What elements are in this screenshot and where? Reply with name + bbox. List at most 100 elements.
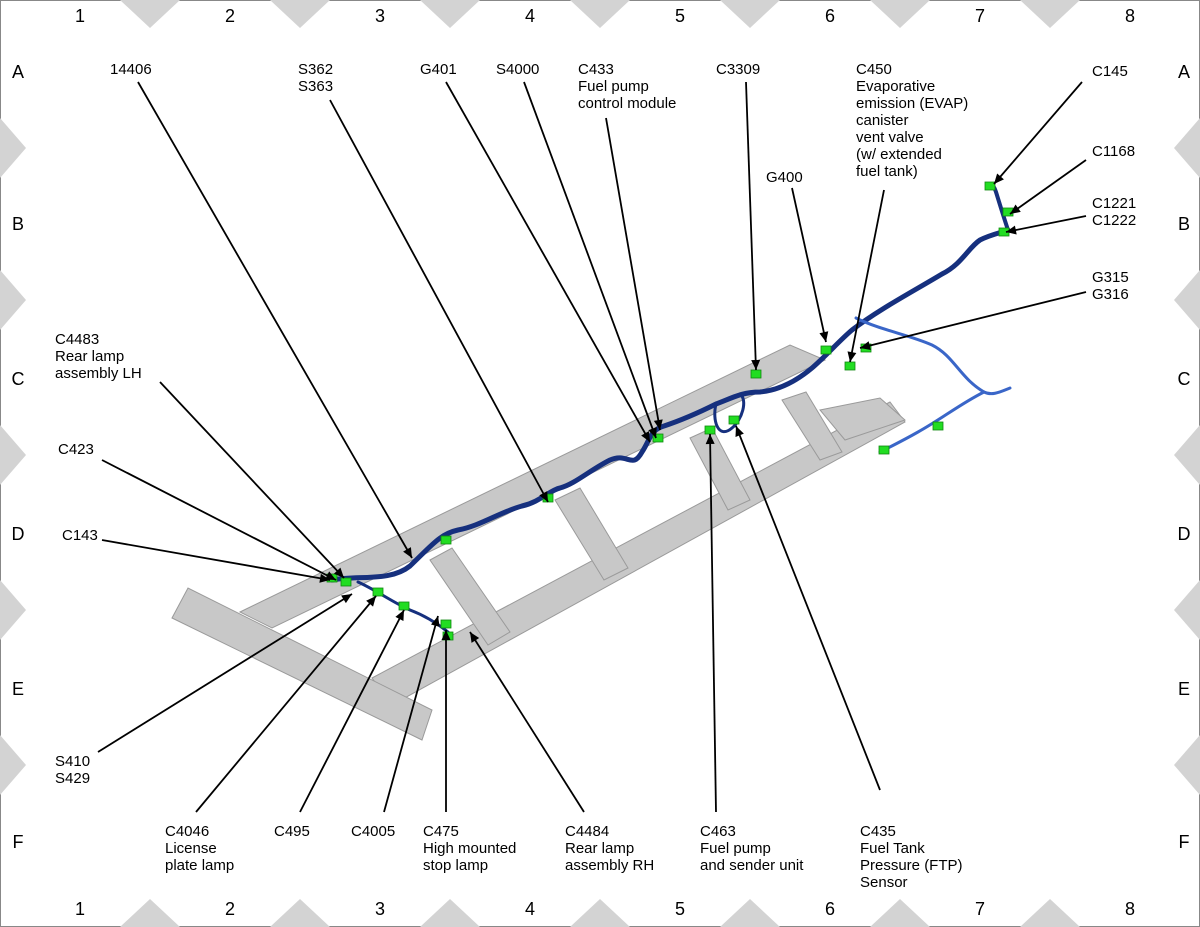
grid-row-right-label: F	[1179, 832, 1190, 852]
callout-label-c3309: C3309	[716, 61, 760, 78]
callout-line: vent valve	[856, 129, 924, 146]
arrowhead-c463	[705, 434, 715, 445]
grid-row-left-label: B	[12, 214, 24, 234]
callout-label-s4000: S4000	[496, 61, 539, 78]
callout-line: canister	[856, 112, 909, 129]
arrowhead-c4483	[333, 567, 344, 578]
grid-column-bottom-label: 1	[75, 899, 85, 919]
callout-label-g401: G401	[420, 61, 457, 78]
connector-marker	[704, 425, 716, 435]
callout-line: assembly LH	[55, 365, 142, 382]
grid-column-top-label: 8	[1125, 6, 1135, 26]
callout-line: Rear lamp	[565, 840, 634, 857]
arrowhead-c1168	[1010, 204, 1021, 214]
leader-line-c4484	[469, 631, 585, 813]
leader-line-c4046	[195, 595, 377, 813]
top-border-marker	[1020, 0, 1080, 28]
grid-column-top-label: 5	[675, 6, 685, 26]
grid-column-bottom-label: 4	[525, 899, 535, 919]
callout-line: C463	[700, 823, 736, 840]
chassis-frame	[171, 344, 906, 741]
callout-line: C475	[423, 823, 459, 840]
left-border-marker	[0, 425, 26, 485]
grid-column-top-label: 1	[75, 6, 85, 26]
callout-c143: C143	[62, 527, 331, 583]
arrowhead-c4484	[470, 632, 480, 643]
arrowhead-g401	[641, 431, 650, 442]
callout-line: S362	[298, 61, 333, 78]
leader-line-c145	[993, 81, 1083, 185]
harness-fuel-tank-branch	[854, 316, 1012, 396]
grid-row-left-label: F	[13, 832, 24, 852]
callout-c145: C145	[993, 63, 1128, 185]
grid-row-right-label: A	[1178, 62, 1190, 82]
callout-line: C495	[274, 823, 310, 840]
leader-line-c450	[849, 189, 885, 363]
bottom-border-marker	[1020, 899, 1080, 927]
leader-line-c3309	[745, 81, 757, 371]
left-border-marker	[0, 270, 26, 330]
callout-line: G316	[1092, 286, 1129, 303]
arrowhead-c450	[847, 351, 857, 362]
right-border-marker	[1174, 270, 1200, 330]
connector-marker	[820, 345, 832, 355]
leader-line-c1168	[1009, 159, 1087, 215]
connector-marker	[372, 587, 384, 597]
callout-line: C145	[1092, 63, 1128, 80]
connector-marker	[652, 433, 664, 443]
callout-c1168: C1168	[1009, 143, 1135, 215]
bottom-border-marker	[570, 899, 630, 927]
callout-line: C4046	[165, 823, 209, 840]
connector-marker	[844, 361, 856, 371]
connector-marker	[340, 577, 352, 587]
callout-line: C423	[58, 441, 94, 458]
frame-front-horn	[819, 397, 906, 441]
connector-marker	[728, 415, 740, 425]
frame-crossmember-4	[781, 391, 843, 461]
callout-line: fuel tank)	[856, 163, 918, 180]
callout-line: S4000	[496, 61, 539, 78]
arrowhead-c433	[653, 419, 663, 430]
grid-column-bottom-label: 3	[375, 899, 385, 919]
callout-line: and sender unit	[700, 857, 804, 874]
grid-column-bottom-label: 2	[225, 899, 235, 919]
callout-label-c145: C145	[1092, 63, 1128, 80]
callout-s4000: S4000	[496, 61, 657, 439]
grid-column-bottom-label: 8	[1125, 899, 1135, 919]
callout-line: License	[165, 840, 217, 857]
arrowhead-14406	[403, 547, 412, 558]
leader-line-c495	[299, 609, 405, 813]
callout-g400: G400	[766, 169, 829, 343]
leader-line-c4483	[159, 381, 345, 579]
arrowhead-s410	[341, 594, 352, 604]
callout-line: C4483	[55, 331, 99, 348]
arrowhead-c145	[994, 173, 1004, 184]
callout-c4005: C4005	[351, 615, 440, 840]
connector-marker	[440, 619, 452, 629]
callout-line: control module	[578, 95, 676, 112]
callout-label-c143: C143	[62, 527, 98, 544]
callout-line: Pressure (FTP)	[860, 857, 963, 874]
callout-line: G315	[1092, 269, 1129, 286]
callout-line: C433	[578, 61, 614, 78]
connector-marker	[750, 369, 762, 379]
connector-marker	[878, 445, 890, 455]
harness-pump-loop	[713, 392, 746, 434]
arrowhead-c495	[395, 610, 404, 621]
leader-line-c423	[101, 459, 337, 581]
grid-row-right-label: D	[1178, 524, 1191, 544]
callout-line: Fuel pump	[700, 840, 771, 857]
leader-line-g315	[859, 291, 1087, 349]
leader-line-s410	[97, 593, 353, 753]
